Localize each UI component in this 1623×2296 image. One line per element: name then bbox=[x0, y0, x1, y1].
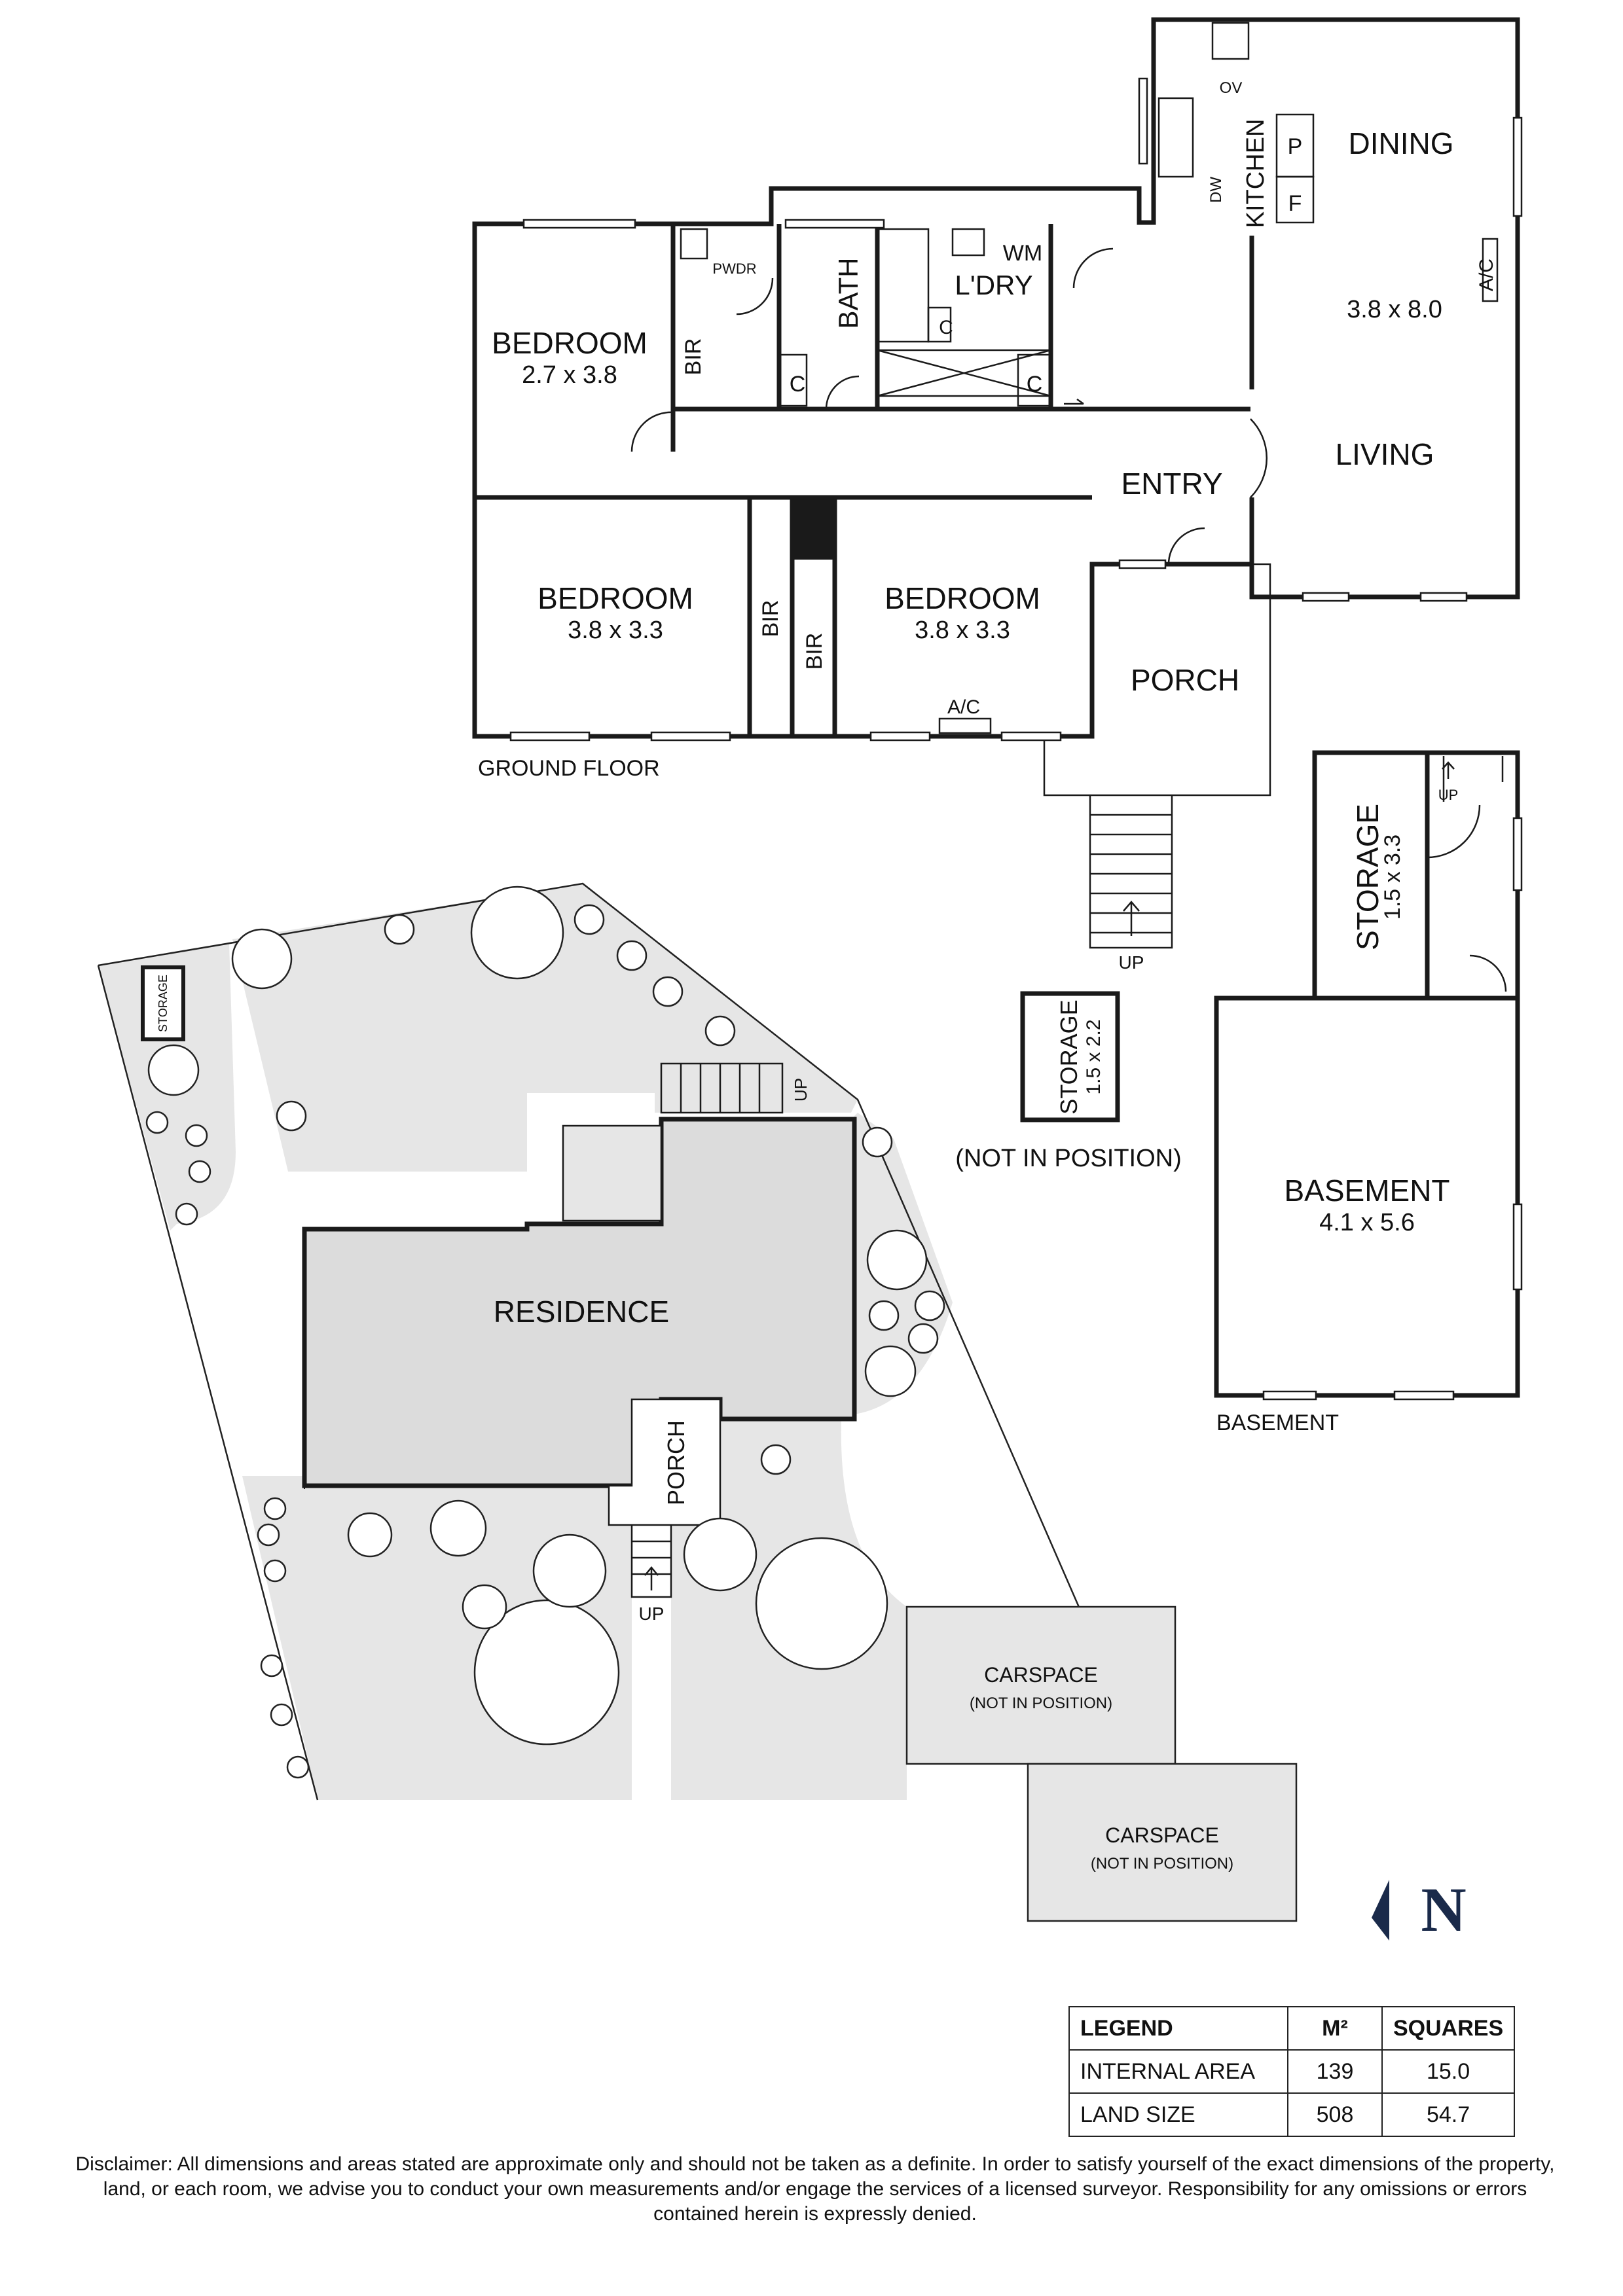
north-label: N bbox=[1421, 1874, 1466, 1945]
entry-label: ENTRY bbox=[1121, 467, 1222, 501]
basement-storage-label: STORAGE bbox=[1351, 804, 1385, 950]
bir-label-2: BIR bbox=[758, 600, 783, 637]
legend-row-label: INTERNAL AREA bbox=[1068, 2049, 1288, 2094]
bedroom1-size: 2.7 x 3.8 bbox=[522, 361, 617, 389]
basement-storage-size: 1.5 x 3.3 bbox=[1380, 834, 1405, 920]
carspace-2-note: (NOT IN POSITION) bbox=[1091, 1855, 1233, 1873]
detached-storage-label: STORAGE bbox=[1055, 999, 1082, 1114]
cupboard-label-3: C bbox=[1027, 372, 1043, 397]
bedroom1-label: BEDROOM bbox=[492, 326, 647, 360]
basement-door-swings bbox=[1427, 756, 1507, 992]
cupboard-label-1: C bbox=[790, 372, 806, 397]
legend-row-m2: 508 bbox=[1287, 2092, 1383, 2137]
basement-up-label: UP bbox=[1438, 787, 1459, 803]
basement-label: BASEMENT bbox=[1284, 1174, 1450, 1208]
legend-row-m2: 139 bbox=[1287, 2049, 1383, 2094]
ac-label-1: A/C bbox=[1476, 259, 1497, 291]
legend-row: INTERNAL AREA 139 15.0 bbox=[1068, 2049, 1516, 2094]
up-arrow-icon bbox=[1123, 901, 1140, 936]
site-storage-label: STORAGE bbox=[156, 975, 170, 1032]
site-plan: RESIDENCE PORCH UP UP STORAGE bbox=[97, 882, 1298, 1922]
dishwasher-label: DW bbox=[1207, 177, 1225, 203]
site-porch-label: PORCH bbox=[663, 1420, 689, 1505]
front-stairs-up-label: UP bbox=[1119, 952, 1144, 973]
basement-windows bbox=[1262, 817, 1523, 1401]
legend-header-squares: SQUARES bbox=[1381, 2006, 1516, 2051]
ac-label-2: A/C bbox=[947, 696, 980, 718]
living-label: LIVING bbox=[1336, 437, 1434, 471]
legend-header-m2: M² bbox=[1287, 2006, 1383, 2051]
legend-row-squares: 54.7 bbox=[1381, 2092, 1516, 2137]
legend-row-label: LAND SIZE bbox=[1068, 2092, 1288, 2137]
wm-label: WM bbox=[1003, 241, 1042, 266]
detached-storage: STORAGE 1.5 x 2.2 (NOT IN POSITION) bbox=[955, 991, 1182, 1172]
basement-up-arrow-icon bbox=[1442, 761, 1455, 779]
detached-storage-note: (NOT IN POSITION) bbox=[955, 1145, 1182, 1172]
pantry-label: P bbox=[1288, 134, 1303, 159]
chimney bbox=[792, 497, 835, 560]
north-arrow-icon bbox=[1372, 1880, 1389, 1941]
ground-floor-caption: GROUND FLOOR bbox=[478, 756, 660, 781]
disclaimer-text: Disclaimer: All dimensions and areas sta… bbox=[75, 2153, 1555, 2225]
legend-row: LAND SIZE 508 54.7 bbox=[1068, 2092, 1516, 2137]
kitchen-label: KITCHEN bbox=[1242, 119, 1269, 228]
site-porch-outline bbox=[608, 1398, 721, 1526]
ground-floor-plan: BEDROOM 2.7 x 3.8 BEDROOM 3.8 x 3.3 BEDR… bbox=[472, 17, 1523, 973]
bedroom2-size: 3.8 x 3.3 bbox=[568, 617, 663, 644]
north-arrow: N bbox=[1372, 1874, 1467, 1945]
basement-caption: BASEMENT bbox=[1216, 1410, 1339, 1435]
bedroom2-label: BEDROOM bbox=[538, 581, 693, 615]
residence-label: RESIDENCE bbox=[494, 1295, 669, 1329]
site-storage-outline bbox=[141, 965, 185, 1041]
basement-plan: UP BASEMENT 4.1 x 5.6 STORAGE 1.5 x 3.3 … bbox=[1214, 750, 1523, 1435]
ground-floor-outline bbox=[472, 17, 1520, 739]
fixtures bbox=[680, 22, 1499, 734]
porch-outline bbox=[1043, 563, 1271, 797]
bedroom3-label: BEDROOM bbox=[884, 581, 1040, 615]
porch-label: PORCH bbox=[1131, 663, 1239, 697]
door-swings bbox=[630, 247, 1268, 565]
site-rear-up-label: UP bbox=[791, 1078, 811, 1102]
bath-label: BATH bbox=[833, 258, 864, 329]
legend-header-label: LEGEND bbox=[1068, 2006, 1288, 2051]
cupboard-label-2: C bbox=[939, 317, 953, 338]
site-trees bbox=[145, 886, 945, 1779]
bedroom3-size: 3.8 x 3.3 bbox=[915, 617, 1010, 644]
oven-label: OV bbox=[1220, 79, 1243, 97]
site-front-stairs bbox=[630, 1525, 672, 1598]
site-up-label: UP bbox=[639, 1604, 665, 1624]
dining-label: DINING bbox=[1349, 126, 1454, 160]
carspace-1-note: (NOT IN POSITION) bbox=[970, 1695, 1112, 1712]
detached-storage-outline bbox=[1020, 991, 1120, 1122]
carspace-2 bbox=[1027, 1763, 1298, 1922]
detached-storage-size: 1.5 x 2.2 bbox=[1083, 1019, 1104, 1094]
bir-label-3: BIR bbox=[802, 633, 827, 670]
laundry-label: L'DRY bbox=[955, 270, 1032, 300]
legend-row-squares: 15.0 bbox=[1381, 2049, 1516, 2094]
site-up-arrow-icon bbox=[644, 1566, 659, 1590]
basement-size: 4.1 x 5.6 bbox=[1319, 1209, 1415, 1236]
hallway-wall-top bbox=[670, 406, 1250, 429]
bir-label-1: BIR bbox=[681, 338, 706, 376]
residence-rear-deck bbox=[562, 1124, 663, 1222]
area-legend-table: LEGEND M² SQUARES INTERNAL AREA 139 15.0… bbox=[1068, 2006, 1516, 2137]
carspace-1-label: CARSPACE bbox=[984, 1663, 1098, 1687]
fridge-label: F bbox=[1288, 191, 1302, 216]
dining-living-size: 3.8 x 8.0 bbox=[1347, 296, 1442, 323]
carspace-1 bbox=[905, 1605, 1176, 1765]
site-rear-stairs bbox=[660, 1062, 784, 1114]
legend-header-row: LEGEND M² SQUARES bbox=[1068, 2006, 1516, 2051]
carspace-2-label: CARSPACE bbox=[1105, 1823, 1219, 1847]
powder-label: PWDR bbox=[712, 260, 756, 277]
window-marks bbox=[509, 77, 1523, 742]
